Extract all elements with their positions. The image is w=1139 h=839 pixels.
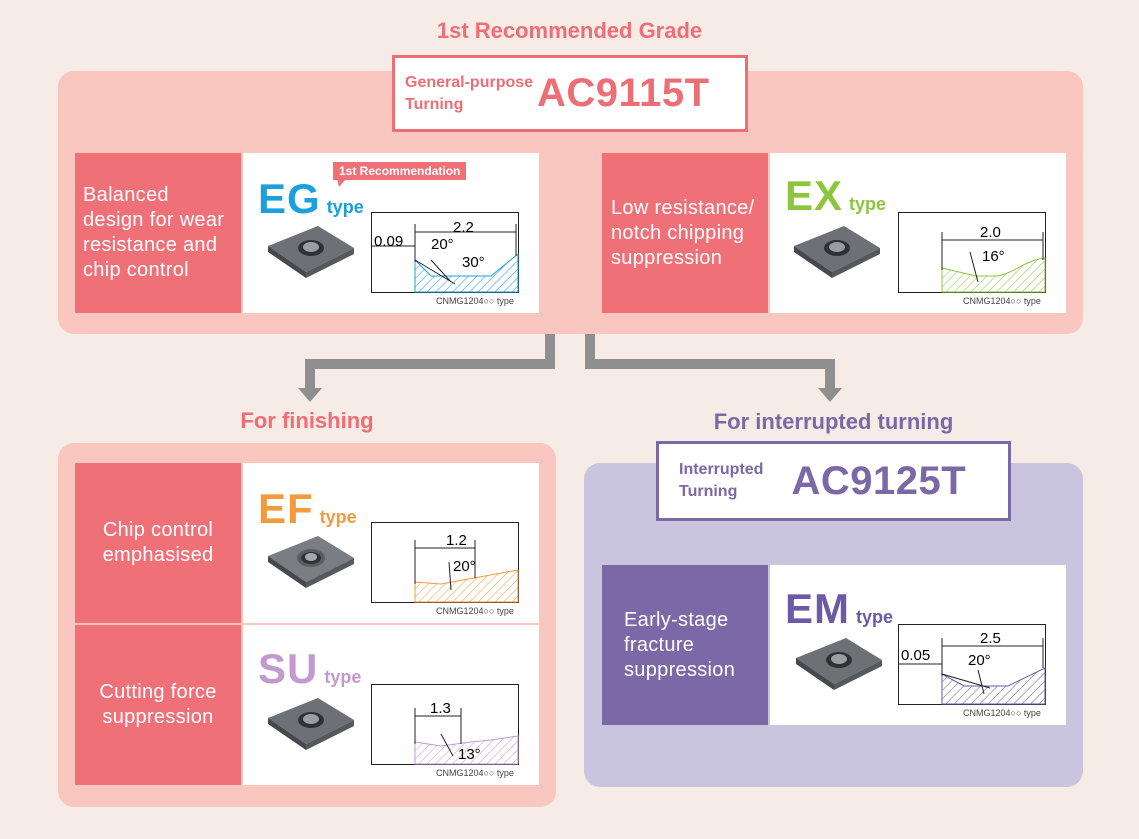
em-angle1-label: 20° [968, 652, 991, 669]
eg-width-label: 2.2 [453, 219, 474, 236]
insert-su-icon [268, 698, 354, 750]
finishing-heading: For finishing [240, 408, 374, 433]
ef-type-label: EF type [258, 485, 357, 532]
ex-description: Low resistance/ notch chipping suppressi… [602, 153, 768, 313]
ef-angle1-label: 20° [453, 558, 476, 575]
insert-ex-icon [794, 226, 880, 278]
insert-eg-icon [268, 226, 354, 278]
insert-ef-icon [268, 536, 354, 588]
ef-cross-section-diagram [371, 522, 519, 603]
badge-pointer-icon [337, 178, 347, 187]
ex-angle1-label: 16° [982, 248, 1005, 265]
su-description: Cutting force suppression [75, 625, 241, 785]
ex-code: CNMG1204○○ type [963, 296, 1041, 306]
eg-type-label: EG type [258, 175, 364, 222]
su-cross-section-diagram [371, 684, 519, 765]
su-angle1-label: 13° [458, 746, 481, 763]
em-land-label: 0.05 [901, 647, 931, 664]
ef-description: Chip control emphasised [75, 463, 241, 623]
ef-code: CNMG1204○○ type [436, 606, 514, 616]
ex-cross-section-diagram [898, 212, 1046, 293]
insert-em-icon [796, 638, 882, 690]
recommendation-badge: 1st Recommendation [333, 162, 467, 180]
em-description: Early-stage fracture suppression [602, 565, 768, 725]
su-width-label: 1.3 [430, 700, 451, 717]
em-type-label: EM type [785, 585, 894, 632]
su-code: CNMG1204○○ type [436, 768, 514, 778]
grade2-line1: Interrupted [679, 461, 764, 478]
em-width-label: 2.5 [980, 630, 1001, 647]
eg-angle1-label: 20° [431, 236, 454, 253]
eg-code: CNMG1204○○ type [436, 296, 514, 306]
su-type-label: SU type [258, 645, 362, 692]
grade-name: AC9115T [537, 71, 710, 115]
em-cross-section-diagram [898, 624, 1046, 705]
eg-angle2-label: 30° [462, 254, 485, 271]
eg-land-label: 0.09 [374, 233, 404, 250]
ef-width-label: 1.2 [446, 532, 467, 549]
top-heading: 1st Recommended Grade [436, 18, 703, 43]
ex-width-label: 2.0 [980, 224, 1001, 241]
grade-box-ac9115t: General-purpose Turning AC9115T [392, 55, 748, 132]
grade2-name: AC9125T [791, 458, 967, 503]
grade2-line2: Turning [679, 483, 738, 500]
ex-type-label: EX type [785, 172, 887, 219]
branch-arrows [298, 334, 842, 402]
grade-line1: General-purpose [405, 73, 534, 91]
eg-cross-section-diagram [371, 212, 519, 293]
em-code: CNMG1204○○ type [963, 708, 1041, 718]
interrupted-heading: For interrupted turning [713, 409, 954, 434]
eg-description: Balanced design for wear resistance and … [75, 153, 241, 313]
grade-box-ac9125t: Interrupted Turning AC9125T [656, 441, 1011, 521]
grade-line2: Turning [405, 95, 464, 113]
